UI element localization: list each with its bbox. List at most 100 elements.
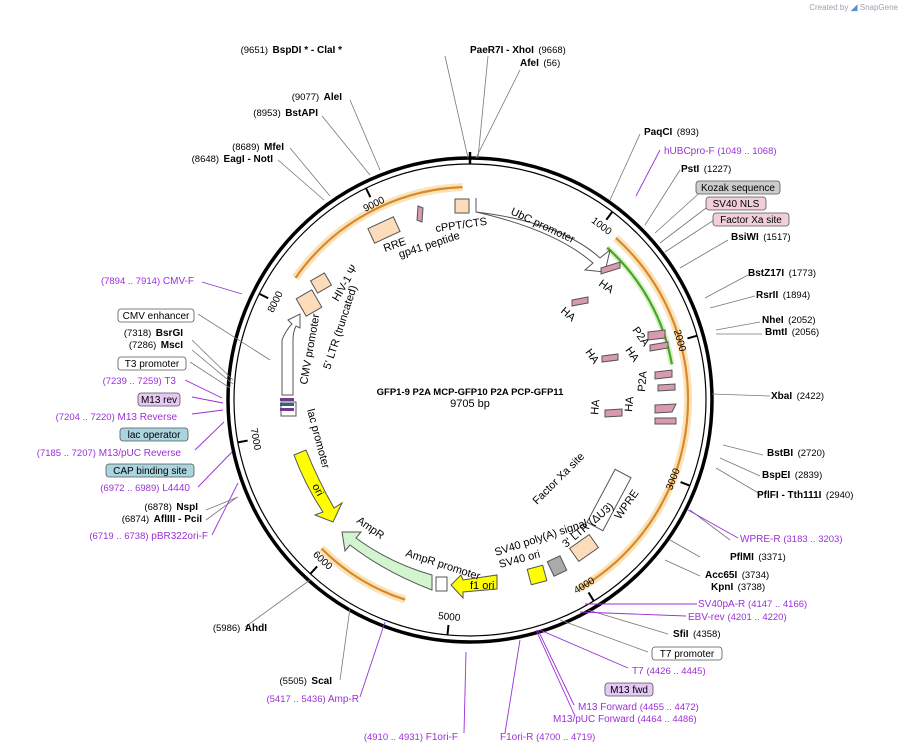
label-ori: ori — [309, 482, 325, 498]
brand-prefix: Created by — [809, 3, 849, 12]
ruler-tick-label: 7000 — [248, 427, 263, 451]
ruler-tick-label: 5000 — [438, 611, 462, 624]
plasmid-length: 9705 bp — [450, 398, 490, 410]
restriction-site-label: (8648) EagI - NotI — [192, 149, 274, 166]
feature-label-text: CAP binding site — [113, 466, 187, 477]
restriction-site-name: NspI — [176, 502, 198, 513]
restriction-site-position: (2720) — [798, 448, 825, 459]
label-ha-4: HA — [583, 347, 602, 367]
feature-label-text: Kozak sequence — [701, 183, 775, 194]
primer-range: (5417 .. 5436) — [266, 694, 325, 705]
restriction-site-position: (1773) — [789, 268, 816, 279]
orange-arc-right — [578, 237, 690, 590]
primer-range: (3183 .. 3203) — [783, 534, 842, 545]
feature-label-box — [712, 212, 790, 227]
label-ha-5: HA — [623, 395, 636, 412]
restriction-site-label: PaeR7I - XhoI (9668) — [470, 40, 566, 57]
primer-name: M13/pUC Forward — [553, 714, 635, 725]
restriction-site-name: ScaI — [311, 676, 332, 687]
label-p2a-2: P2A — [636, 370, 650, 392]
restriction-site-position: (8648) — [192, 154, 219, 165]
feature-label-text: T7 promoter — [660, 649, 715, 660]
ori-arrow — [293, 449, 344, 523]
label-cppt: cPPT/CTS — [435, 216, 488, 235]
restriction-site-label: BstBI (2720) — [767, 443, 825, 460]
primer-label: (6719 .. 6738) pBR322ori-F — [89, 531, 208, 542]
annotation-lines — [189, 55, 771, 681]
feature-label-text: CMV enhancer — [123, 311, 190, 322]
ltr3-box — [568, 533, 600, 563]
ruler-tick-mark — [587, 591, 595, 602]
ruler-tick-mark — [446, 624, 450, 636]
primer-label: hUBCpro-F (1049 .. 1068) — [664, 146, 777, 157]
restriction-site-name: MfeI — [264, 142, 284, 153]
restriction-site-label: BmtI (2056) — [765, 322, 819, 339]
ruler-tick-mark — [258, 292, 269, 300]
primer-label: (4910 .. 4931) F1ori-F — [364, 732, 458, 743]
label-ha-3: HA — [623, 345, 642, 365]
primer-name: F1ori-F — [426, 732, 458, 743]
restriction-site-name: SfiI — [673, 629, 689, 640]
orange-arcs — [292, 183, 692, 604]
small-left-markers — [280, 398, 294, 411]
restriction-site-name: BstZ17I — [748, 268, 784, 279]
primer-name: L4440 — [162, 483, 190, 494]
restriction-site-label: NheI (2052) — [762, 310, 816, 327]
restriction-site-position: (2422) — [797, 391, 824, 402]
rre-box — [367, 216, 401, 244]
restriction-site-name: PflMI — [730, 552, 754, 563]
restriction-site-label: (8953) BstAPI — [253, 103, 318, 120]
primer-name: pBR322ori-F — [151, 531, 208, 542]
restriction-site-position: (9651) — [241, 45, 268, 56]
primer-label: T7 (4426 .. 4445) — [632, 666, 706, 677]
restriction-site-name: BmtI — [765, 327, 787, 338]
features — [280, 198, 677, 600]
brand-name: SnapGene — [859, 3, 898, 12]
feature-label-box — [651, 646, 723, 661]
restriction-site-label: PflFI - Tth111I (2940) — [757, 485, 853, 502]
ruler-tick-label: 3000 — [664, 467, 682, 492]
primer-name: M13/pUC Reverse — [99, 448, 182, 459]
restriction-site-position: (4358) — [693, 629, 720, 640]
feature-label-box — [105, 463, 195, 478]
restriction-site-label: SfiI (4358) — [673, 624, 720, 641]
primer-lines — [184, 149, 739, 734]
restriction-site-position: (9668) — [538, 45, 565, 56]
wpre-box — [586, 468, 632, 532]
ha-p2a-markers — [571, 261, 677, 425]
primer-range: (6972 .. 6989) — [100, 483, 159, 494]
primer-label: (7204 .. 7220) M13 Reverse — [56, 412, 178, 423]
label-factor-xa: Factor Xa site — [531, 451, 587, 507]
restriction-site-position: (8953) — [253, 108, 280, 119]
restriction-site-position: (2940) — [826, 490, 853, 501]
primer-range: (4201 .. 4220) — [727, 612, 786, 623]
ampr-arrow — [341, 531, 433, 591]
primer-name: CMV-F — [163, 276, 194, 287]
primer-label: (5417 .. 5436) Amp-R — [266, 694, 359, 705]
restriction-site-position: (893) — [677, 127, 699, 138]
primer-label: (7185 .. 7207) M13/pUC Reverse — [37, 448, 182, 459]
primer-label: SV40pA-R (4147 .. 4166) — [698, 599, 807, 610]
restriction-site-name: AfeI — [520, 58, 539, 69]
primer-range: (4700 .. 4719) — [536, 732, 595, 743]
ltr5-box — [295, 289, 323, 317]
restriction-site-position: (5505) — [280, 676, 307, 687]
primer-name: SV40pA-R — [698, 599, 745, 610]
orange-arc-bottom-glow — [318, 545, 407, 604]
restriction-site-label: (9077) AleI — [292, 87, 342, 104]
sv40-ori-box — [526, 564, 548, 586]
restriction-site-label: (8689) MfeI — [232, 137, 284, 154]
f1-ori-arrow — [450, 574, 498, 600]
restriction-site-position: (2052) — [788, 315, 815, 326]
restriction-site-name: BspDI * - ClaI * — [273, 45, 343, 56]
restriction-site-name: BstAPI — [285, 108, 318, 119]
feature-label-box — [705, 196, 767, 211]
restriction-site-label: AfeI (56) — [520, 53, 560, 70]
restriction-site-position: (6878) — [144, 502, 171, 513]
ruler-tick-mark — [680, 481, 691, 487]
gp41-marker — [416, 205, 424, 223]
restriction-site-label: PflMI (3371) — [730, 547, 786, 564]
feature-label-box — [117, 356, 187, 371]
primer-label: F1ori-R (4700 .. 4719) — [500, 732, 595, 743]
green-arc — [606, 246, 673, 365]
